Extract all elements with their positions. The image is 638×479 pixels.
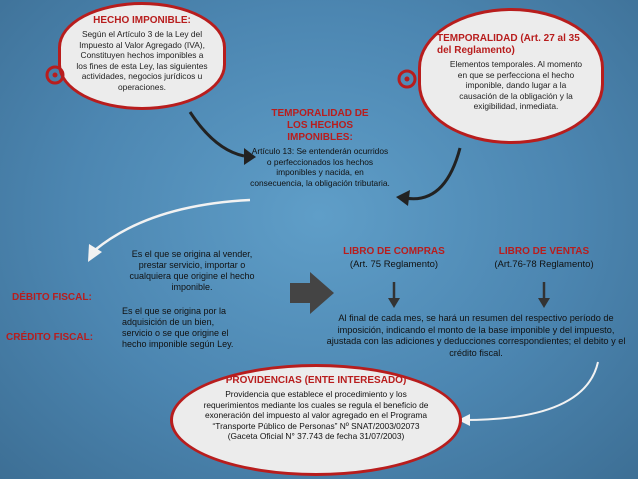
hecho-imponible-body: Según el Artículo 3 de la Ley del Impues… — [76, 29, 208, 92]
target-icon-left — [44, 64, 66, 86]
providencias-cloud: PROVIDENCIAS (ENTE INTERESADO) Providenc… — [170, 364, 462, 476]
libro-compras-ref: (Art. 75 Reglamento) — [349, 259, 439, 270]
providencias-title: PROVIDENCIAS (ENTE INTERESADO) — [225, 375, 407, 386]
resumen-mensual: Al final de cada mes, se hará un resumen… — [326, 313, 626, 358]
libro-ventas-title: LIBRO DE VENTAS — [498, 246, 590, 257]
hecho-imponible-cloud: HECHO IMPONIBLE: Según el Artículo 3 de … — [58, 2, 226, 110]
libro-ventas: LIBRO DE VENTAS (Art.76-78 Reglamento) — [476, 246, 612, 270]
libro-ventas-ref: (Art.76-78 Reglamento) — [494, 259, 594, 270]
hecho-imponible-title: HECHO IMPONIBLE: — [93, 15, 191, 26]
temporalidad-reglamento-cloud: TEMPORALIDAD (Art. 27 al 35 del Reglamen… — [418, 8, 604, 144]
temporalidad-reglamento-body: Elementos temporales. Al momento en que … — [449, 59, 583, 111]
temporalidad-hechos-title: TEMPORALIDAD DE LOS HECHOS IMPONIBLES: — [271, 108, 369, 143]
libro-compras-title: LIBRO DE COMPRAS — [343, 246, 445, 257]
credito-fiscal-label: CRÉDITO FISCAL: — [6, 332, 94, 343]
credito-fiscal-body: Es el que se origina por la adquisición … — [122, 306, 234, 349]
debito-fiscal-label: DÉBITO FISCAL: — [12, 292, 92, 303]
temporalidad-hechos-body: Artículo 13: Se entenderán ocurridos o p… — [250, 146, 390, 188]
temporalidad-hechos-box: TEMPORALIDAD DE LOS HECHOS IMPONIBLES: A… — [250, 108, 390, 208]
debito-fiscal-body: Es el que se origina al vender, prestar … — [129, 249, 255, 292]
target-icon-right — [396, 68, 418, 90]
temporalidad-reglamento-title: TEMPORALIDAD (Art. 27 al 35 del Reglamen… — [437, 33, 580, 56]
libro-compras: LIBRO DE COMPRAS (Art. 75 Reglamento) — [322, 246, 466, 270]
providencias-body: Providencia que establece el procedimien… — [203, 389, 429, 441]
